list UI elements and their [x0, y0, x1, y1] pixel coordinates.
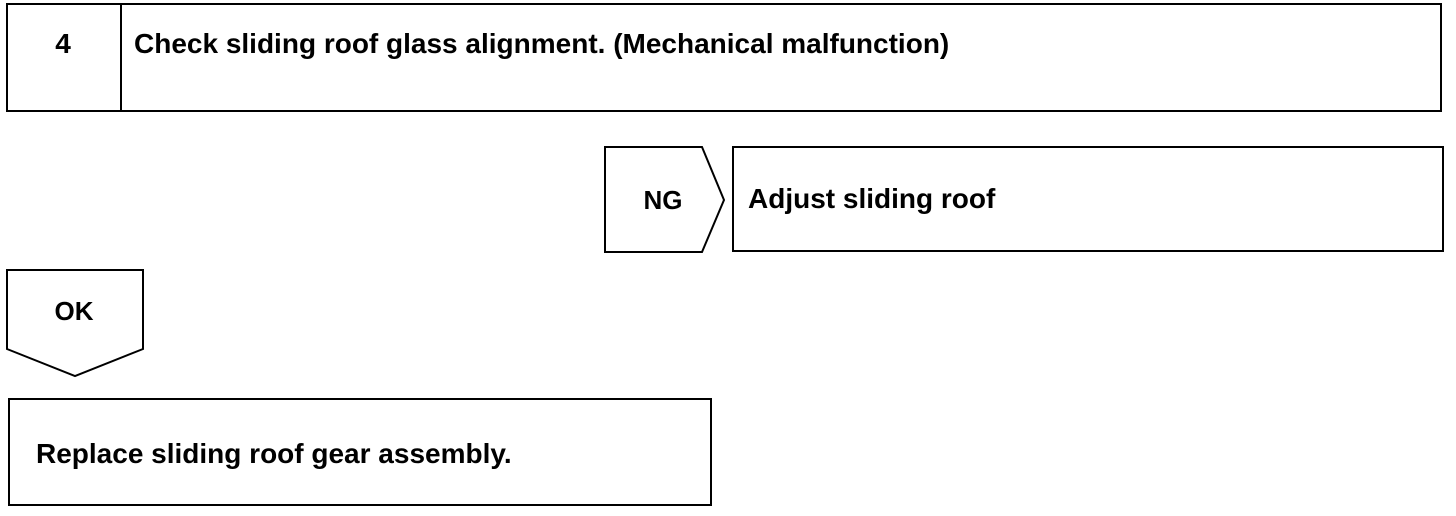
ng-label: NG	[643, 185, 683, 215]
ok-label: OK	[54, 296, 94, 326]
ng-action-box	[732, 146, 1444, 252]
ok-action-text: Replace sliding roof gear assembly.	[36, 438, 512, 469]
ok-arrow-tag	[6, 269, 144, 378]
ng-arrow-tag	[604, 146, 726, 253]
step-number: 4	[55, 28, 71, 59]
ng-action-text: Adjust sliding roof	[748, 183, 996, 214]
step-header-box	[6, 3, 1442, 112]
step-title: Check sliding roof glass alignment. (Mec…	[134, 28, 950, 59]
ok-action-box	[8, 398, 712, 506]
step-number-divider	[120, 3, 122, 112]
